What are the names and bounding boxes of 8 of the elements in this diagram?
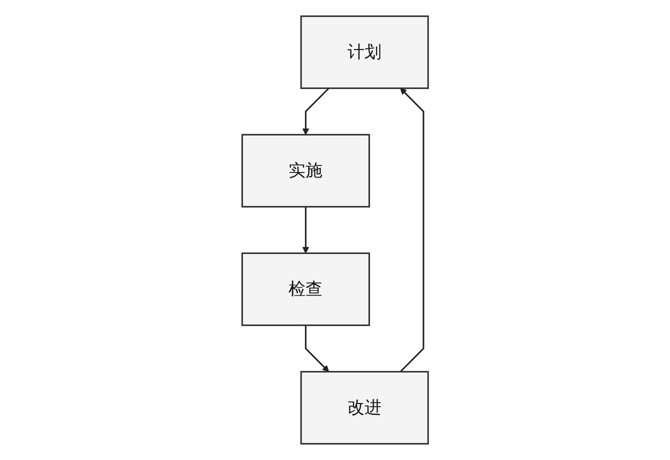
arrow [302,88,330,136]
node-box: 实施 [241,134,370,208]
arrow [304,325,329,372]
arrow [400,88,424,372]
node-box: 改进 [300,370,429,445]
node-box: 计划 [300,15,429,90]
node-box: 检查 [241,252,370,326]
arrow [302,206,309,254]
